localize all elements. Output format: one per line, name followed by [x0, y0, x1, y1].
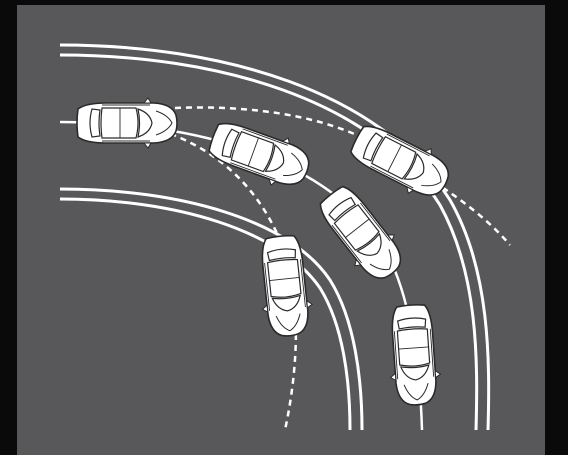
path-oversteer	[159, 128, 298, 431]
car-start	[76, 97, 178, 149]
road-edge-inner	[59, 187, 364, 431]
